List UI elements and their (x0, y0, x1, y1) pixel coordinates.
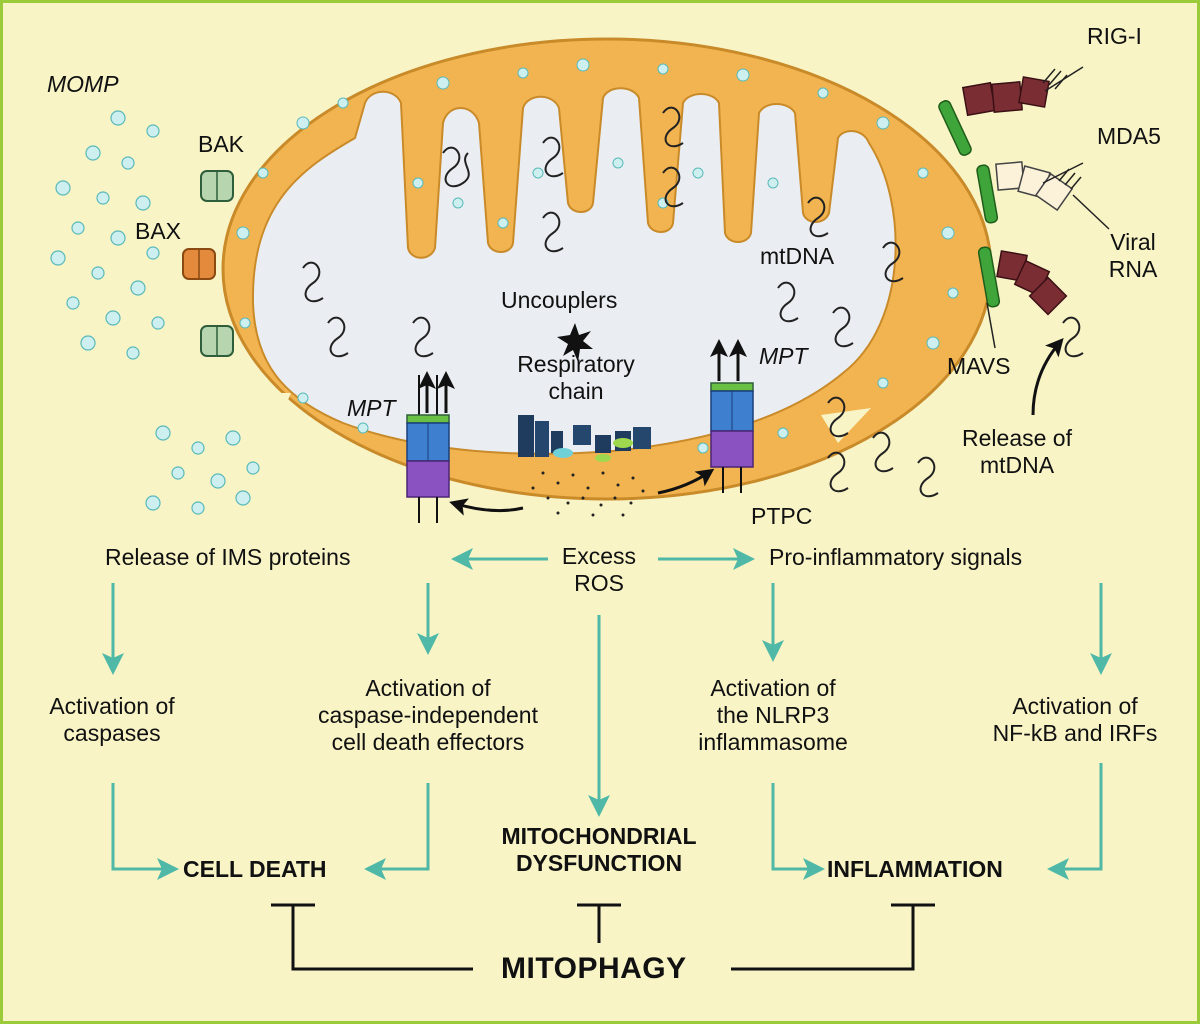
activation-nlrp3-line-2: the NLRP3 (716, 702, 830, 729)
uncouplers-label: Uncouplers (501, 287, 618, 313)
uncoupler-star-icon (557, 323, 593, 362)
mito-dysfunction-label: MITOCHONDRIAL DYSFUNCTION (473, 823, 725, 877)
released-ims-proteins (50, 110, 260, 515)
proinflammatory-label: Pro-inflammatory signals (769, 544, 1023, 570)
excess-ros-label: Excess ROS (543, 543, 655, 597)
ros-to-left-ptpc-arrow (449, 498, 524, 516)
activation-caspases-line-2: caspases (63, 720, 161, 747)
ros-to-right-ptpc-arrow (657, 468, 715, 495)
momp-pore-left (239, 393, 291, 423)
release-ims-label: Release of IMS proteins (105, 544, 351, 570)
ims-vesicles (236, 58, 959, 454)
ptpc-label: PTPC (751, 503, 813, 529)
mavs-callout (986, 302, 996, 349)
release-mtdna-line-1: Release of (962, 425, 1072, 451)
momp-label: MOMP (47, 71, 119, 97)
activation-nfkb-line-1: Activation of (1012, 693, 1138, 719)
release-mtdna-arrow (1031, 337, 1064, 416)
bax-label: BAX (135, 218, 182, 244)
activation-caspase-independent-line-2: caspase-independent (318, 702, 538, 729)
bax-channel (182, 248, 216, 280)
activation-caspase-independent-label: Activation of caspase-independent cell d… (293, 675, 563, 756)
bak-channel-lower (200, 325, 234, 357)
mavs-rigi-complex (938, 68, 1068, 156)
activation-nlrp3-line-1: Activation of (710, 675, 836, 701)
bak-label: BAK (198, 131, 245, 157)
mavs-mda5-complex (976, 161, 1082, 224)
flow-arrows (102, 548, 1112, 880)
inflammation-label: INFLAMMATION (827, 856, 1003, 882)
viral-rna-line-2: RNA (1108, 256, 1158, 283)
inner-matrix (251, 87, 897, 455)
activation-nfkb-label: Activation of NF-kB and IRFs (965, 693, 1185, 747)
respiratory-chain-line-1: Respiratory (517, 351, 635, 377)
bak-channel (200, 170, 234, 202)
release-mtdna-line-2: mtDNA (979, 452, 1055, 479)
mda5-callout (1042, 162, 1084, 184)
excess-ros-line-2: ROS (574, 570, 624, 597)
mitophagy-label: MITOPHAGY (501, 952, 687, 985)
activation-caspase-independent-line-1: Activation of (365, 675, 491, 701)
respiratory-chain-label: Respiratory chain (496, 351, 656, 405)
rig-i-label: RIG-I (1087, 23, 1142, 49)
activation-caspases-line-1: Activation of (49, 693, 175, 719)
ptpc-right (710, 382, 754, 493)
cell-death-label: CELL DEATH (183, 856, 327, 882)
mitophagy-inhibition (271, 903, 935, 971)
mtdna-label: mtDNA (760, 243, 835, 269)
mpt-left-label: MPT (347, 395, 396, 421)
mavs-mtdna-complex (977, 246, 1068, 316)
rigi-callout (1044, 66, 1084, 92)
viral-rna-label: Viral RNA (1093, 229, 1173, 283)
release-mtdna-label: Release of mtDNA (937, 425, 1097, 479)
viral-rna-callout (1072, 194, 1110, 230)
activation-nfkb-line-2: NF-kB and IRFs (992, 720, 1158, 747)
mito-dysfunction-line-2: DYSFUNCTION (515, 850, 683, 877)
respiratory-chain-complexes (518, 415, 651, 462)
activation-caspase-independent-line-3: cell death effectors (331, 729, 525, 756)
mitochondria-diagram (50, 37, 1112, 971)
mpt-right-label: MPT (759, 343, 808, 369)
activation-nlrp3-line-3: inflammasome (698, 729, 848, 756)
mito-dysfunction-line-1: MITOCHONDRIAL (501, 823, 697, 849)
mavs-label: MAVS (947, 353, 1011, 379)
respiratory-chain-line-2: chain (548, 378, 604, 405)
activation-nlrp3-label: Activation of the NLRP3 inflammasome (673, 675, 873, 756)
mda5-label: MDA5 (1097, 123, 1161, 149)
ros-particles (531, 471, 645, 517)
mtdna-molecules (302, 106, 1084, 498)
viral-rna-line-1: Viral (1110, 229, 1156, 255)
excess-ros-line-1: Excess (561, 543, 637, 569)
activation-caspases-label: Activation of caspases (17, 693, 207, 747)
